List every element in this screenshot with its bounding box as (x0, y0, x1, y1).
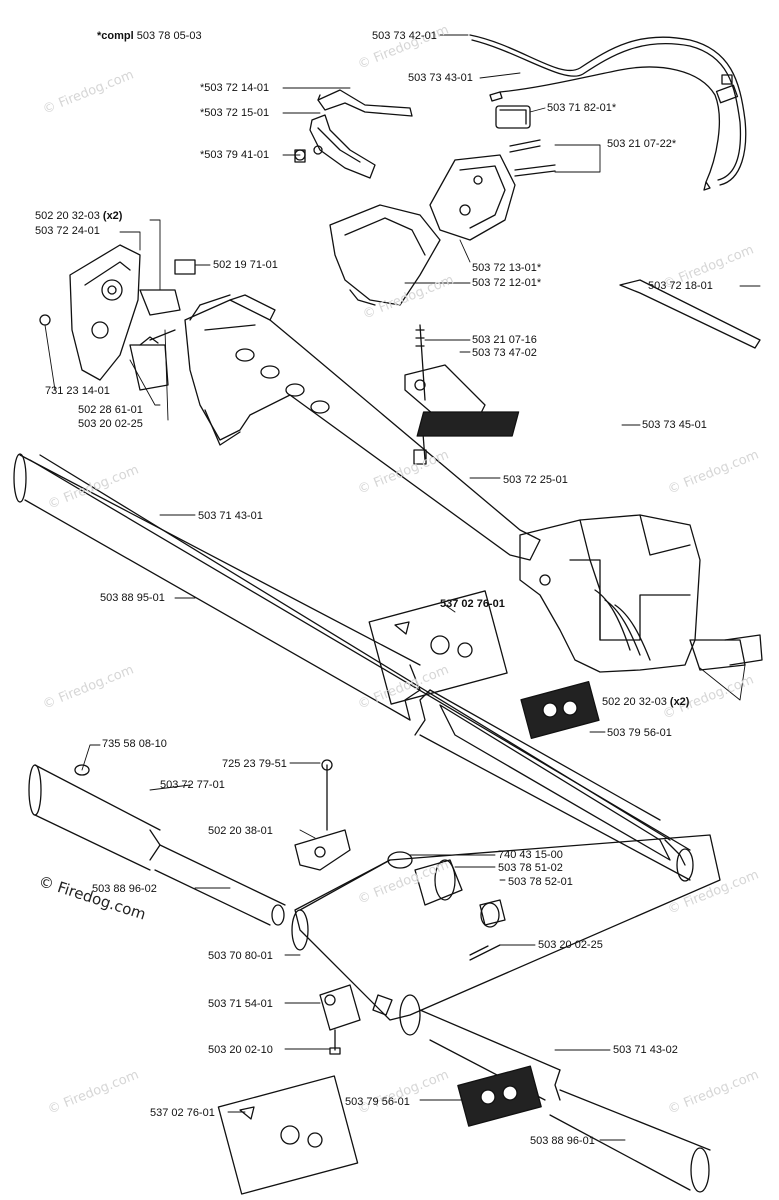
part-label: 503 73 43-01 (408, 72, 473, 84)
part-label: 503 78 51-02 (498, 862, 563, 874)
part-label: 503 72 12-01* (472, 277, 542, 289)
part-label: 731 23 14-01 (45, 385, 110, 397)
part-label: 502 20 32-03 (x2) (602, 696, 690, 708)
part-label: 503 20 02-10 (208, 1044, 273, 1056)
part-label: 503 79 56-01 (345, 1096, 410, 1108)
part-label: 503 71 43-02 (613, 1044, 678, 1056)
engine-mount (519, 514, 763, 673)
bushing-set (387, 851, 506, 928)
warning-decal-bottom (217, 1075, 359, 1195)
bolt-assembly (319, 944, 501, 1055)
part-label: 503 78 52-01 (508, 876, 573, 888)
upper-shaft-tube (13, 453, 694, 882)
coupling-tube (291, 834, 721, 1193)
handle-housing (329, 105, 556, 306)
part-label: *503 72 14-01 (200, 82, 270, 94)
bar-part (619, 279, 761, 349)
lower-shaft-tube (28, 764, 286, 926)
part-label: 503 71 43-01 (198, 510, 263, 522)
part-label: 502 20 32-03 (x2) (35, 210, 123, 222)
part-label: 503 73 47-02 (472, 347, 537, 359)
handle-shaft (184, 294, 541, 561)
handle-clamp (39, 244, 181, 391)
clamp-knob (294, 759, 351, 871)
part-label: 503 70 80-01 (208, 950, 273, 962)
part-label: 503 21 07-16 (472, 334, 537, 346)
part-label: *503 72 15-01 (200, 107, 270, 119)
part-label: *503 79 41-01 (200, 149, 270, 161)
part-label: 502 19 71-01 (213, 259, 278, 271)
low-logo-text: LOW (540, 414, 580, 433)
drive-shaft (439, 704, 671, 861)
part-label: 503 79 56-01 (607, 727, 672, 739)
washer (74, 764, 90, 776)
part-label: 503 72 13-01* (472, 262, 542, 274)
part-label: 503 88 95-01 (100, 592, 165, 604)
part-label: 740 43 15-00 (498, 849, 563, 861)
part-label: 503 21 07-22* (607, 138, 677, 150)
part-label: 503 73 42-01 (372, 30, 437, 42)
warning-decal-top (368, 590, 508, 705)
compl-label: *compl 503 78 05-03 (97, 30, 202, 42)
low-logo (416, 411, 520, 437)
ear-protection-decal-bottom (457, 1065, 542, 1127)
part-label: 502 28 61-01 (78, 404, 143, 416)
part-label: 503 72 25-01 (503, 474, 568, 486)
small-block (174, 259, 196, 275)
part-label: 725 23 79-51 (222, 758, 287, 770)
part-label: 503 71 54-01 (208, 998, 273, 1010)
throttle-trigger (294, 89, 413, 179)
part-label: 537 02 76-01 (150, 1107, 215, 1119)
part-label: 503 20 02-25 (538, 939, 603, 951)
part-label: 503 88 96-01 (530, 1135, 595, 1147)
leader-lines (44, 34, 761, 1141)
part-label: 503 73 45-01 (642, 419, 707, 431)
part-label: 735 58 08-10 (102, 738, 167, 750)
part-label: 503 72 18-01 (648, 280, 713, 292)
part-label: 503 88 96-02 (92, 883, 157, 895)
part-label: 503 71 82-01* (547, 102, 617, 114)
ear-protection-decal-top (520, 680, 600, 740)
part-label: 503 20 02-25 (78, 418, 143, 430)
cable-harness (469, 34, 747, 191)
part-label: 502 20 38-01 (208, 825, 273, 837)
part-label: 537 02 76-01 (440, 598, 505, 610)
part-label: 503 72 77-01 (160, 779, 225, 791)
part-label: 503 72 24-01 (35, 225, 100, 237)
